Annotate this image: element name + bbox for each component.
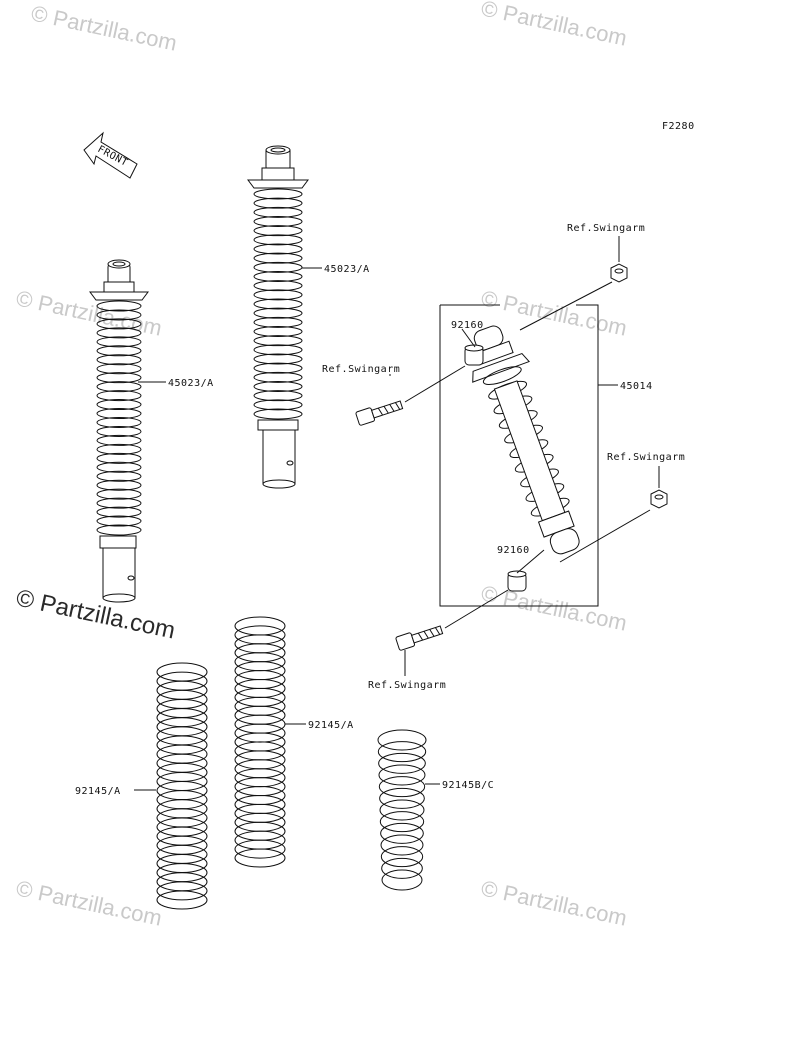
callout-ref-right-nut: Ref.Swingarm: [607, 452, 685, 463]
callout-spring-left: 92145/A: [75, 786, 121, 797]
shock-absorber-middle: [247, 145, 309, 489]
bolt-upper: [355, 400, 404, 426]
figure-code: F2280: [662, 121, 695, 132]
callout-shock-assy: 45014: [620, 381, 653, 392]
callout-shock-left: 45023/A: [168, 378, 214, 389]
callout-spring-mid: 92145/A: [308, 720, 354, 731]
bolt-lower: [395, 625, 444, 651]
shock-absorber-left: [89, 259, 149, 603]
watermark-main: © Partzilla.com: [14, 584, 178, 644]
nut-lower: [650, 489, 668, 509]
watermark-top-left: © Partzilla.com: [29, 0, 179, 55]
shock-assembly-bracket: [439, 304, 618, 607]
callout-spring-right: 92145B/C: [442, 780, 494, 791]
watermark-bottom-left: © Partzilla.com: [14, 875, 164, 930]
collar-top: [464, 344, 484, 366]
leader-lines: [134, 236, 660, 791]
spring-right: [377, 729, 427, 891]
shock-absorber-assembly: [472, 325, 580, 555]
callout-ref-bottom-bolt: Ref.Swingarm: [368, 680, 446, 691]
watermark-lower-right: © Partzilla.com: [479, 580, 629, 635]
callout-ref-left-bolt: Ref.Swingarm: [322, 364, 400, 375]
callout-ref-top-right: Ref.Swingarm: [567, 223, 645, 234]
watermark-bottom-right: © Partzilla.com: [479, 875, 629, 930]
nut-upper: [610, 263, 628, 283]
front-arrow-icon: FRONT: [83, 131, 138, 179]
collar-bottom: [507, 570, 527, 592]
watermark-top-right: © Partzilla.com: [479, 0, 629, 51]
spring-middle: [234, 616, 286, 868]
callout-collar-top: 92160: [451, 320, 484, 331]
callout-collar-bottom: 92160: [497, 545, 530, 556]
callout-shock-mid: 45023/A: [324, 264, 370, 275]
spring-left: [156, 662, 208, 910]
